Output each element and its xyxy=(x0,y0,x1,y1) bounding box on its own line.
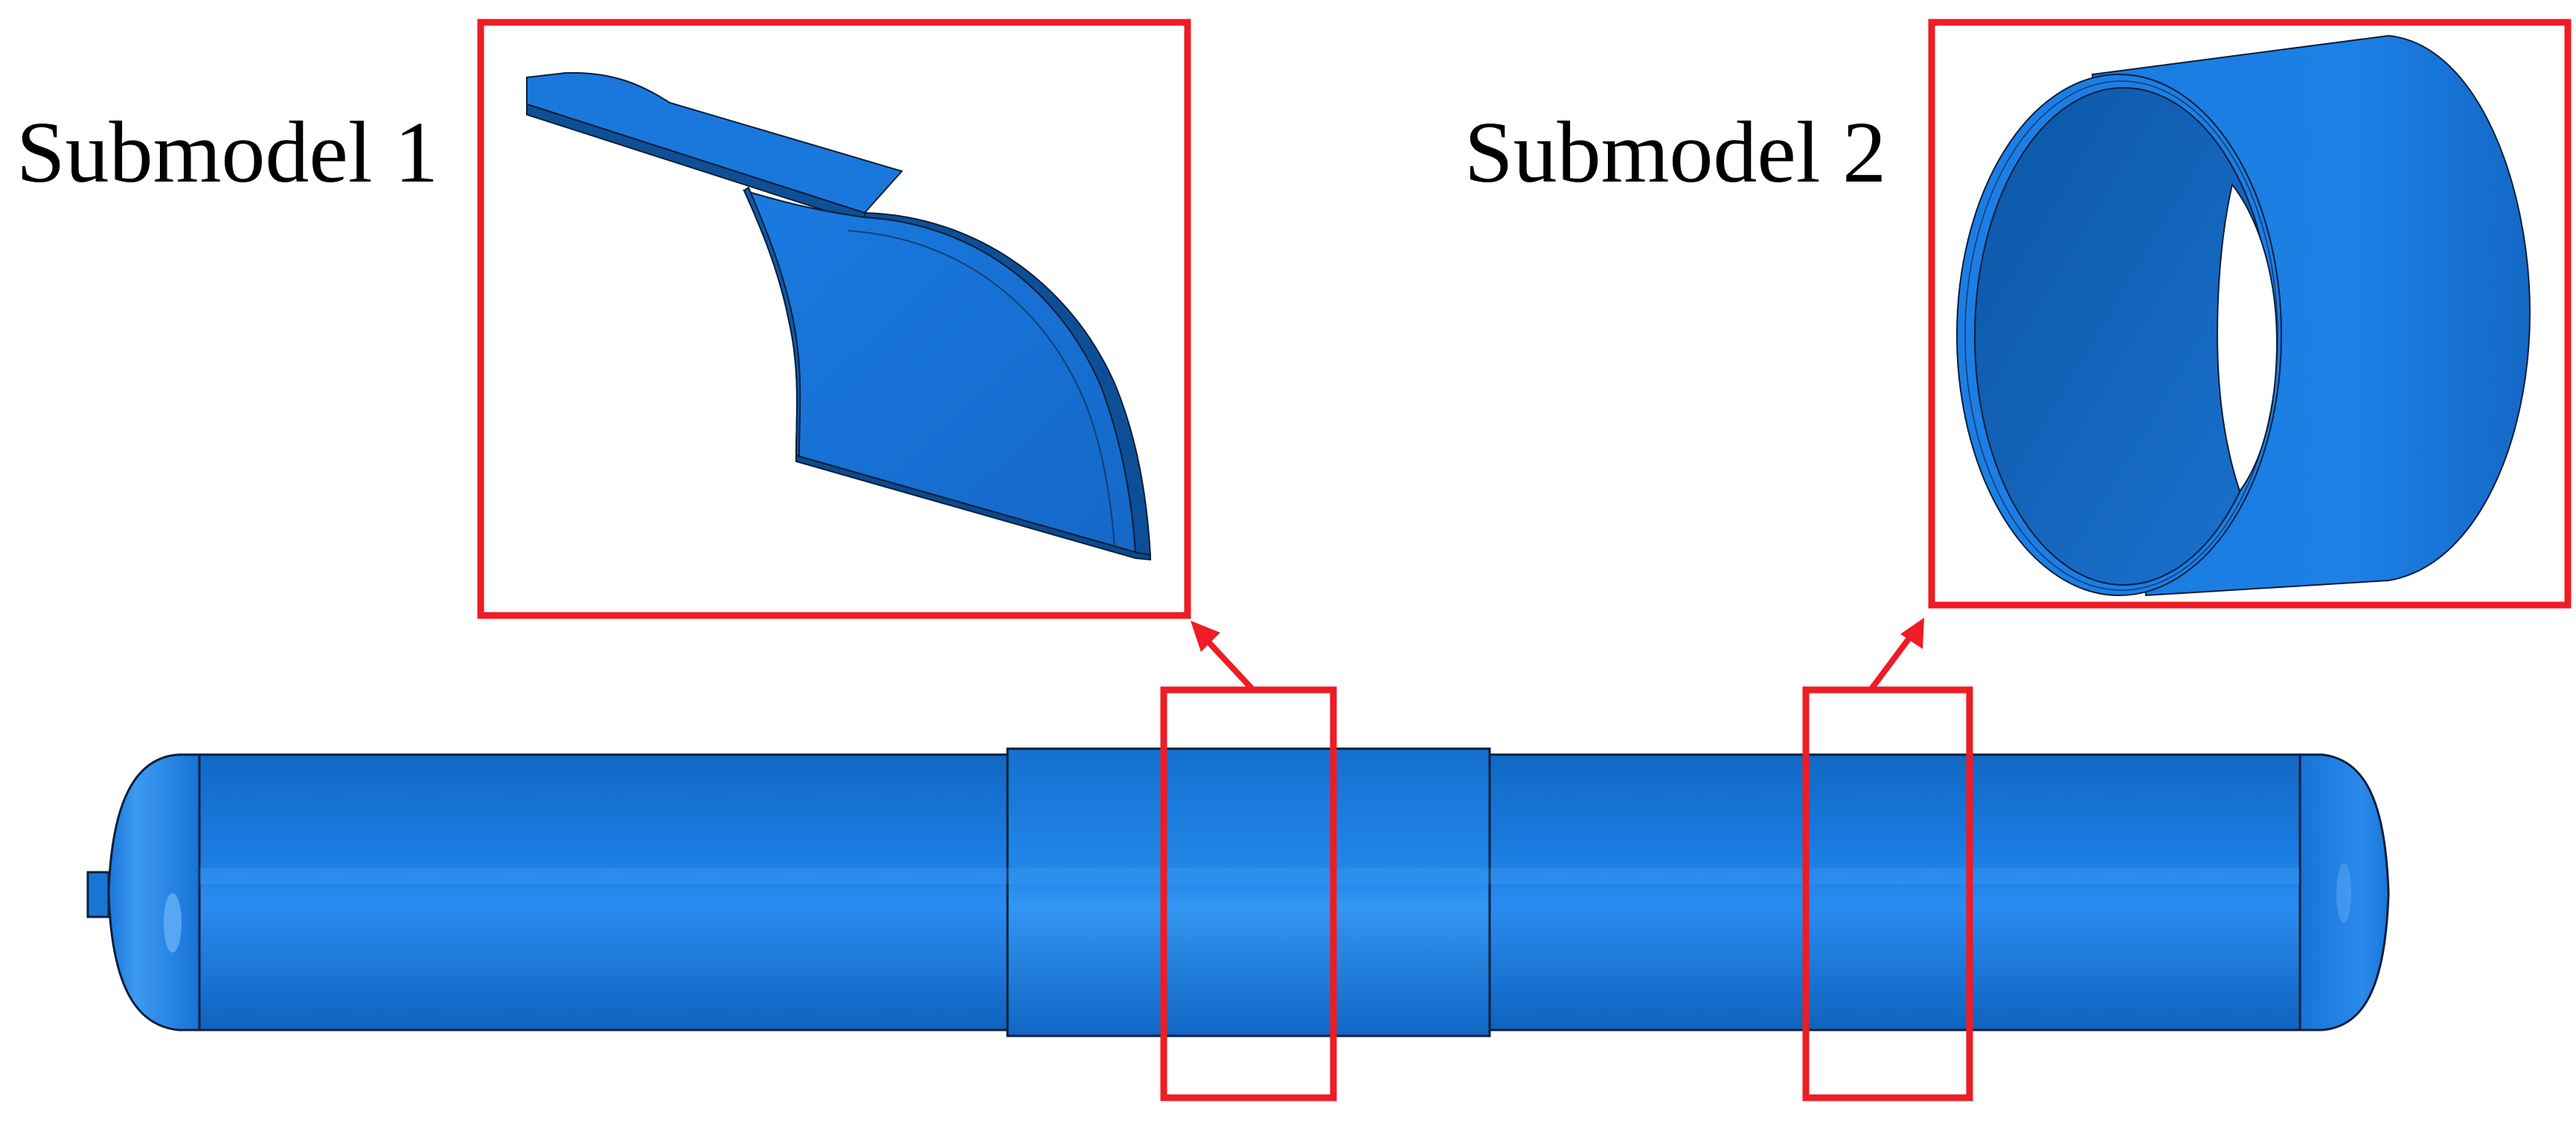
segment-top-strip xyxy=(526,71,903,214)
vessel-dome-highlight xyxy=(164,893,182,953)
segment-inner-arc xyxy=(848,230,1115,548)
submodel-1-inset xyxy=(477,19,1191,619)
arrow-icon xyxy=(1191,621,1255,692)
submodel-2-inset xyxy=(1928,19,2572,609)
pressure-vessel-icon xyxy=(86,747,2390,1037)
segment-bottom-edge xyxy=(795,454,1151,561)
ring-rim-line xyxy=(1964,80,2278,591)
vessel-highlight xyxy=(199,868,2300,884)
cylindrical-ring-icon xyxy=(1956,34,2531,597)
segment-side-wall xyxy=(743,186,801,456)
arrow-1-head xyxy=(1191,621,1220,652)
vessel-nozzle xyxy=(86,871,110,918)
ring-opening xyxy=(2216,182,2278,493)
vessel-dome-highlight xyxy=(2336,863,2351,923)
vessel-band xyxy=(1006,747,1491,1037)
submodel-2-label: Submodel 2 xyxy=(1464,103,1887,201)
curved-dome-segment-icon xyxy=(526,71,1152,561)
submodel-1-label: Submodel 1 xyxy=(16,103,439,201)
arrow-1-shaft xyxy=(1202,635,1255,692)
highlight-box-1 xyxy=(1160,686,1337,1101)
highlight-box-2 xyxy=(1802,686,1973,1101)
vessel-left-dome xyxy=(107,753,201,1031)
arrow-2-head xyxy=(1900,618,1924,649)
arrow-2-shaft xyxy=(1868,632,1915,692)
arrow-icon xyxy=(1868,618,1924,692)
